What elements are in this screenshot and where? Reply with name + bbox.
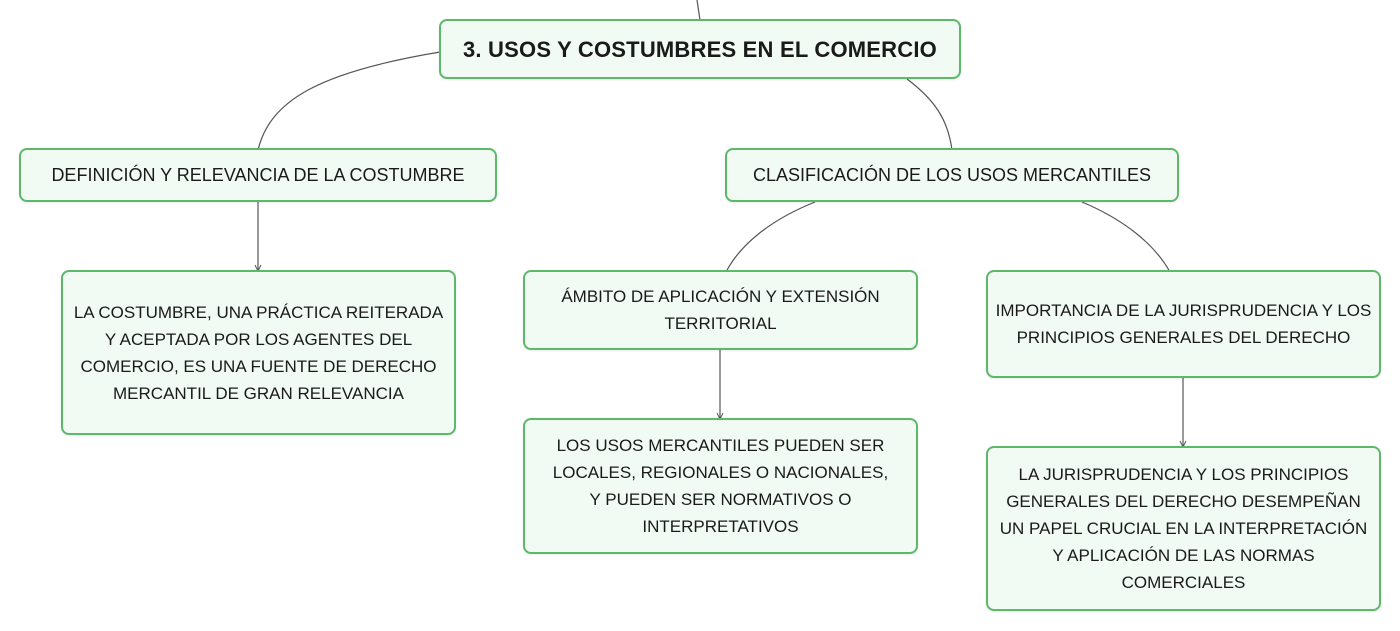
definicion-detail-node[interactable]: LA COSTUMBRE, UNA PRÁCTICA REITERADA Y A… (61, 270, 456, 435)
connector-root-incoming (696, 0, 701, 21)
connector-clasificacion-to-importancia (1081, 201, 1171, 273)
definicion-node-label: DEFINICIÓN Y RELEVANCIA DE LA COSTUMBRE (51, 164, 465, 185)
connector-root-to-definicion (257, 51, 441, 151)
importancia-node-label: IMPORTANCIA DE LA JURISPRUDENCIA Y LOS P… (995, 301, 1372, 347)
ambito-node-label: ÁMBITO DE APLICACIÓN Y EXTENSIÓN TERRITO… (561, 287, 880, 333)
root-node[interactable]: 3. USOS Y COSTUMBRES EN EL COMERCIO (439, 19, 961, 79)
ambito-detail-text: LOS USOS MERCANTILES PUEDEN SER LOCALES,… (552, 436, 889, 536)
ambito-node[interactable]: ÁMBITO DE APLICACIÓN Y EXTENSIÓN TERRITO… (523, 270, 918, 350)
definicion-node[interactable]: DEFINICIÓN Y RELEVANCIA DE LA COSTUMBRE (19, 148, 497, 202)
ambito-detail-node[interactable]: LOS USOS MERCANTILES PUEDEN SER LOCALES,… (523, 418, 918, 554)
connector-clasificacion-to-ambito (725, 201, 816, 273)
importancia-detail-node[interactable]: LA JURISPRUDENCIA Y LOS PRINCIPIOS GENER… (986, 446, 1381, 611)
connector-root-to-clasificacion (906, 78, 953, 151)
importancia-node[interactable]: IMPORTANCIA DE LA JURISPRUDENCIA Y LOS P… (986, 270, 1381, 378)
definicion-detail-text: LA COSTUMBRE, UNA PRÁCTICA REITERADA Y A… (73, 302, 444, 403)
root-node-label: 3. USOS Y COSTUMBRES EN EL COMERCIO (463, 36, 937, 62)
clasificacion-node[interactable]: CLASIFICACIÓN DE LOS USOS MERCANTILES (725, 148, 1179, 202)
importancia-detail-text: LA JURISPRUDENCIA Y LOS PRINCIPIOS GENER… (999, 465, 1368, 592)
clasificacion-node-label: CLASIFICACIÓN DE LOS USOS MERCANTILES (752, 164, 1152, 185)
